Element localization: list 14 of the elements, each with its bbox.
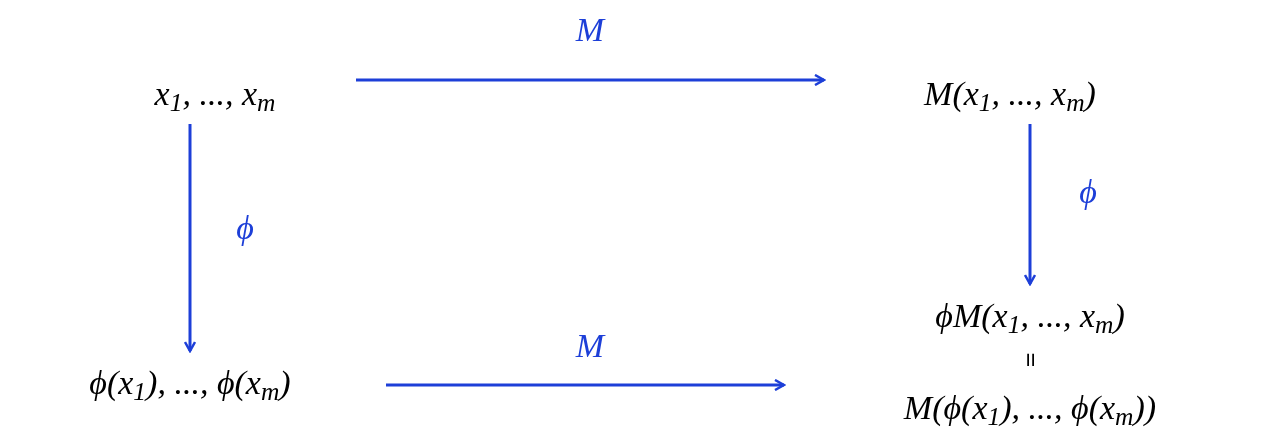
math-expression: ϕ(x$_{1}$), ..., ϕ(x$_{m}$) xyxy=(89,363,291,408)
equality-sign: = xyxy=(1017,352,1043,368)
edge-label: ϕ xyxy=(1079,175,1097,209)
math-expression: ϕM(x$_{1}$, ..., x$_{m}$) xyxy=(935,296,1125,341)
arrow xyxy=(356,73,826,87)
edge-label: M xyxy=(575,13,605,47)
math-expression: x$_{1}$, ..., x$_{m}$ xyxy=(154,73,276,119)
edge-label: M xyxy=(575,329,605,363)
math-expression: M(x$_{1}$, ..., x$_{m}$) xyxy=(924,73,1096,119)
arrow xyxy=(183,124,197,353)
arrow xyxy=(1023,124,1037,286)
edge-label: ϕ xyxy=(236,211,254,245)
arrow xyxy=(386,378,786,392)
math-expression: M(ϕ(x$_{1}$), ..., ϕ(x$_{m}$)) xyxy=(903,388,1157,433)
